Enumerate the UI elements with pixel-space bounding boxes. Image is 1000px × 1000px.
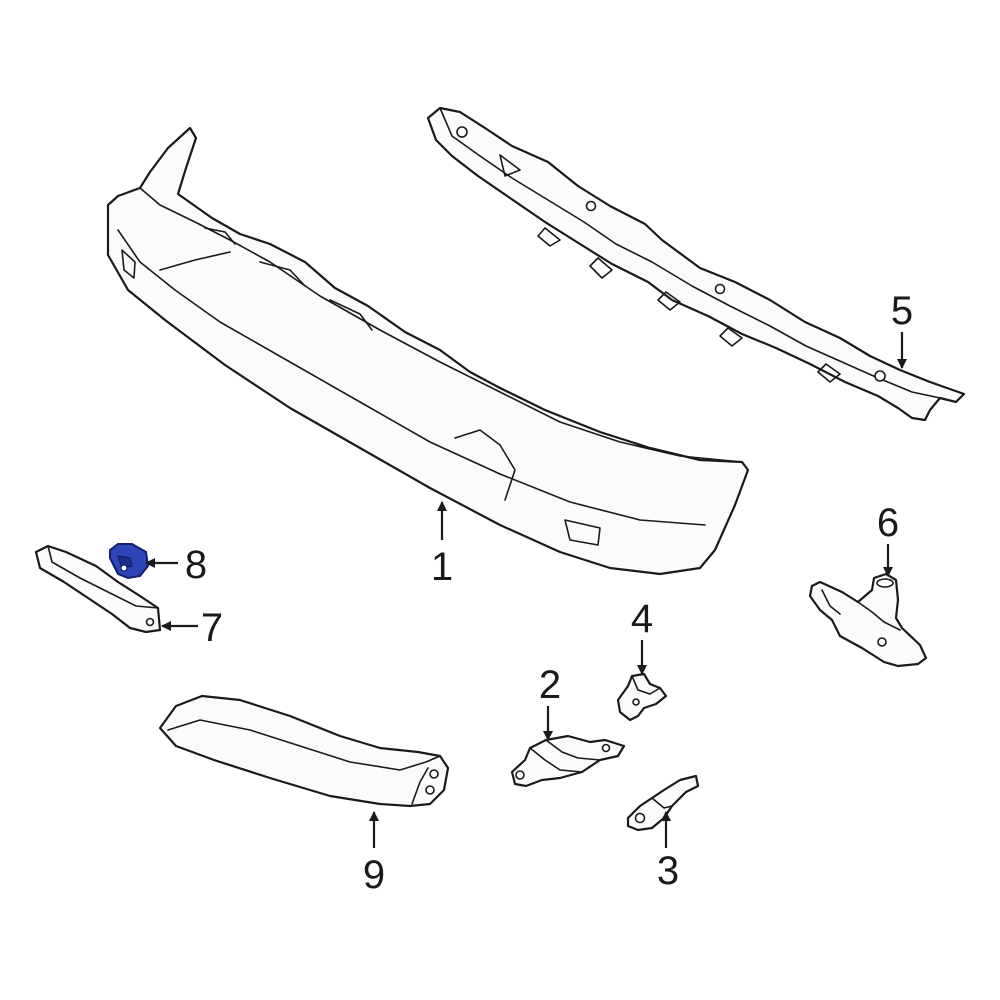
callout-7: 7 bbox=[161, 606, 223, 650]
part-9-step-pad[interactable] bbox=[158, 694, 450, 808]
part-5-reinforcement-bar[interactable] bbox=[426, 106, 966, 422]
callout-5: 5 bbox=[891, 289, 913, 369]
callout-6-label: 6 bbox=[877, 501, 899, 545]
callout-7-label: 7 bbox=[201, 606, 223, 650]
callout-3-label: 3 bbox=[657, 849, 679, 893]
callout-9-label: 9 bbox=[363, 853, 385, 897]
callout-5-label: 5 bbox=[891, 289, 913, 333]
part-1-bumper-cover[interactable] bbox=[106, 126, 750, 576]
callout-8: 8 bbox=[145, 543, 207, 587]
part-7-retainer[interactable] bbox=[34, 544, 162, 634]
callout-1-label: 1 bbox=[431, 545, 453, 589]
callout-6: 6 bbox=[877, 501, 899, 577]
callout-9: 9 bbox=[363, 811, 385, 897]
callout-8-label: 8 bbox=[185, 543, 207, 587]
callout-4: 4 bbox=[631, 597, 653, 675]
part-2-bracket[interactable] bbox=[510, 734, 626, 788]
callout-3: 3 bbox=[657, 811, 679, 893]
callout-2-label: 2 bbox=[539, 663, 561, 707]
part-6-bracket[interactable] bbox=[808, 572, 928, 668]
part-8-clip[interactable] bbox=[109, 543, 150, 580]
callout-4-label: 4 bbox=[631, 597, 653, 641]
callout-1: 1 bbox=[431, 501, 453, 589]
part-4-clip[interactable] bbox=[616, 672, 668, 722]
callout-2: 2 bbox=[539, 663, 561, 741]
part-3-bracket[interactable] bbox=[626, 774, 700, 832]
